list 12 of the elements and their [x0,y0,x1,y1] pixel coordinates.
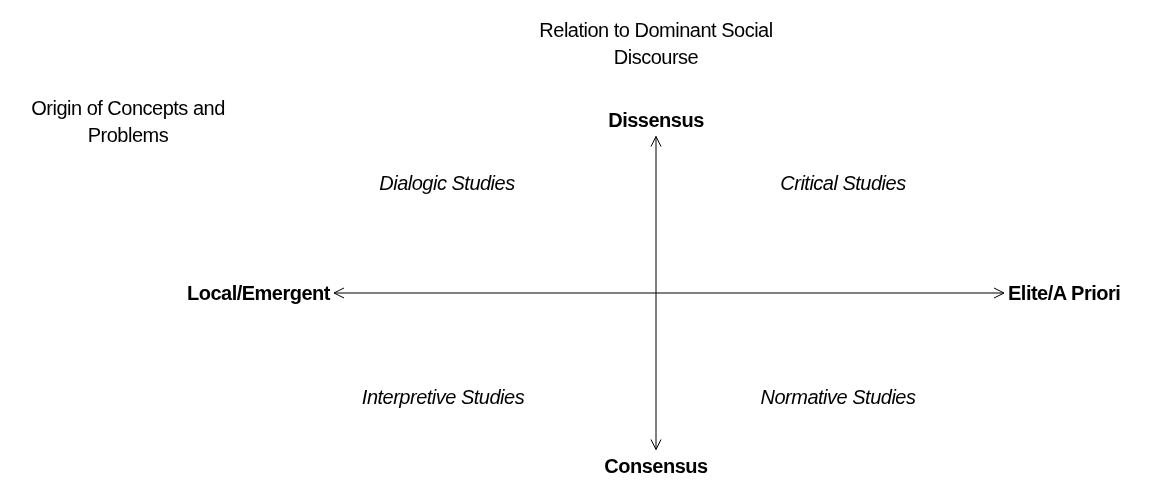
axis-pole-label: Dissensus [608,107,704,133]
axis-title: Origin of Concepts and Problems [30,96,226,148]
axis-pole-label: Elite/A Priori [1008,280,1121,306]
quadrant-label: Critical Studies [779,170,907,196]
quadrant-label: Interpretive Studies [360,384,526,410]
double-headed-arrow [333,287,1005,299]
axis-title: Relation to Dominant Social Discourse [538,18,774,70]
double-headed-arrow [650,136,662,450]
axis-pole-label: Local/Emergent [186,280,330,306]
quadrant-label: Dialogic Studies [378,170,516,196]
quadrant-label: Normative Studies [759,384,917,410]
axis-pole-label: Consensus [604,453,708,479]
